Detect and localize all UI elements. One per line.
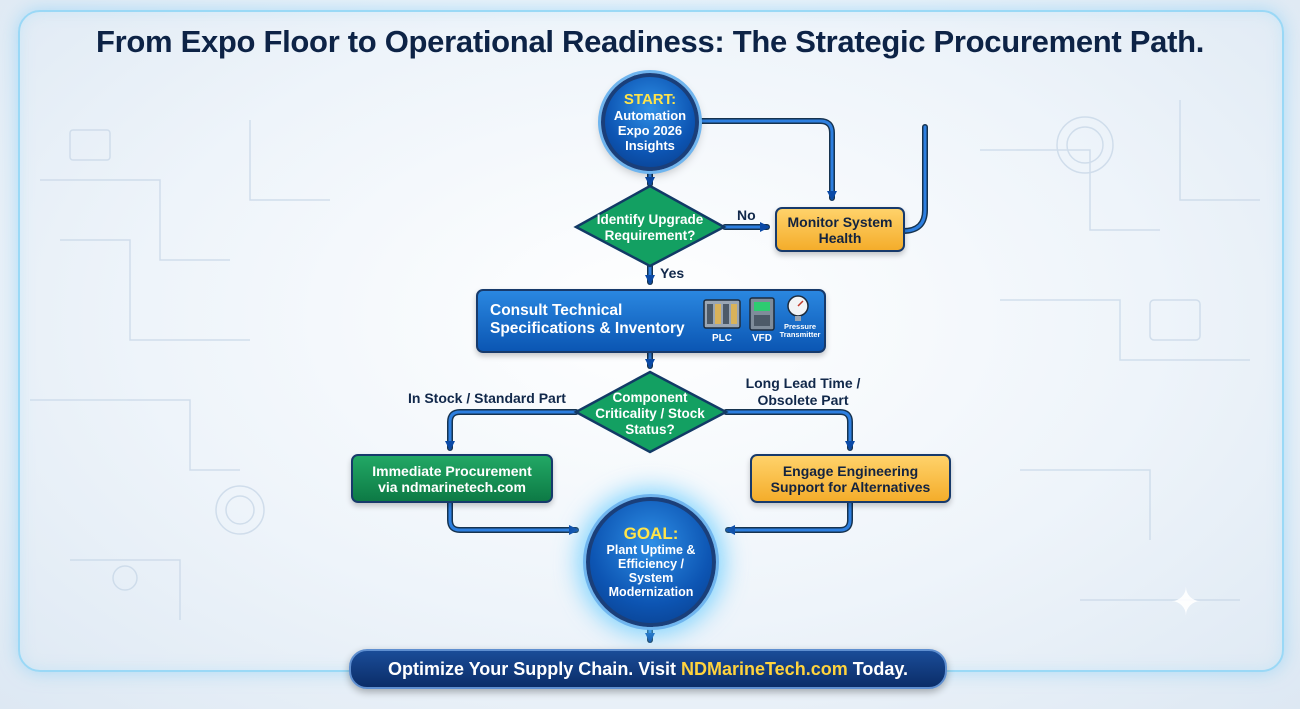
monitor-system-health-box: Monitor System Health xyxy=(775,207,905,252)
vfd-label: VFD xyxy=(752,333,772,344)
decision-upgrade-label: Identify Upgrade Requirement? xyxy=(596,212,704,243)
yes-label: Yes xyxy=(660,265,685,281)
long-lead-time-label: Long Lead Time / Obsolete Part xyxy=(745,375,861,408)
engage-engineering-box: Engage Engineering Support for Alternati… xyxy=(750,454,951,503)
immediate-procurement-box: Immediate Procurement via ndmarinetech.c… xyxy=(351,454,553,503)
monitor-label: Monitor System Health xyxy=(787,213,893,246)
engage-label: Engage Engineering Support for Alternati… xyxy=(770,462,931,495)
decision-criticality-diamond xyxy=(573,370,729,454)
decision-criticality-label: Component Criticality / Stock Status? xyxy=(595,390,705,437)
procure-label: Immediate Procurement via ndmarinetech.c… xyxy=(372,462,532,495)
start-node: START: Automation Expo 2026 Insights xyxy=(601,73,699,171)
plc-icon xyxy=(703,299,741,329)
start-keyword: START: xyxy=(623,90,677,108)
vfd-icon xyxy=(749,297,775,331)
cta-text-after: Today. xyxy=(852,658,909,679)
start-label: Automation Expo 2026 Insights xyxy=(613,107,687,153)
plc-label: PLC xyxy=(712,333,732,344)
consult-specifications-box: Consult Technical Specifications & Inven… xyxy=(476,289,826,353)
cta-text-before: Optimize Your Supply Chain. Visit xyxy=(387,658,676,679)
consult-label: Consult Technical Specifications & Inven… xyxy=(490,302,685,337)
cta-link[interactable]: NDMarineTech.com xyxy=(681,658,848,679)
pressure-gauge-icon xyxy=(787,295,809,321)
in-stock-label: In Stock / Standard Part xyxy=(408,390,566,406)
cta-banner[interactable]: Optimize Your Supply Chain. Visit NDMari… xyxy=(349,649,947,689)
page-title: From Expo Floor to Operational Readiness… xyxy=(95,24,1205,59)
goal-node: GOAL: Plant Uptime & Efficiency / System… xyxy=(586,497,716,627)
decision-upgrade-diamond xyxy=(573,184,727,268)
pressure-transmitter-label: Pressure Transmitter xyxy=(779,322,821,339)
sparkle-icon: ✦ xyxy=(1170,582,1202,624)
goal-label: Plant Uptime & Efficiency / System Moder… xyxy=(606,543,696,599)
no-label: No xyxy=(737,207,756,223)
goal-keyword: GOAL: xyxy=(623,524,679,543)
